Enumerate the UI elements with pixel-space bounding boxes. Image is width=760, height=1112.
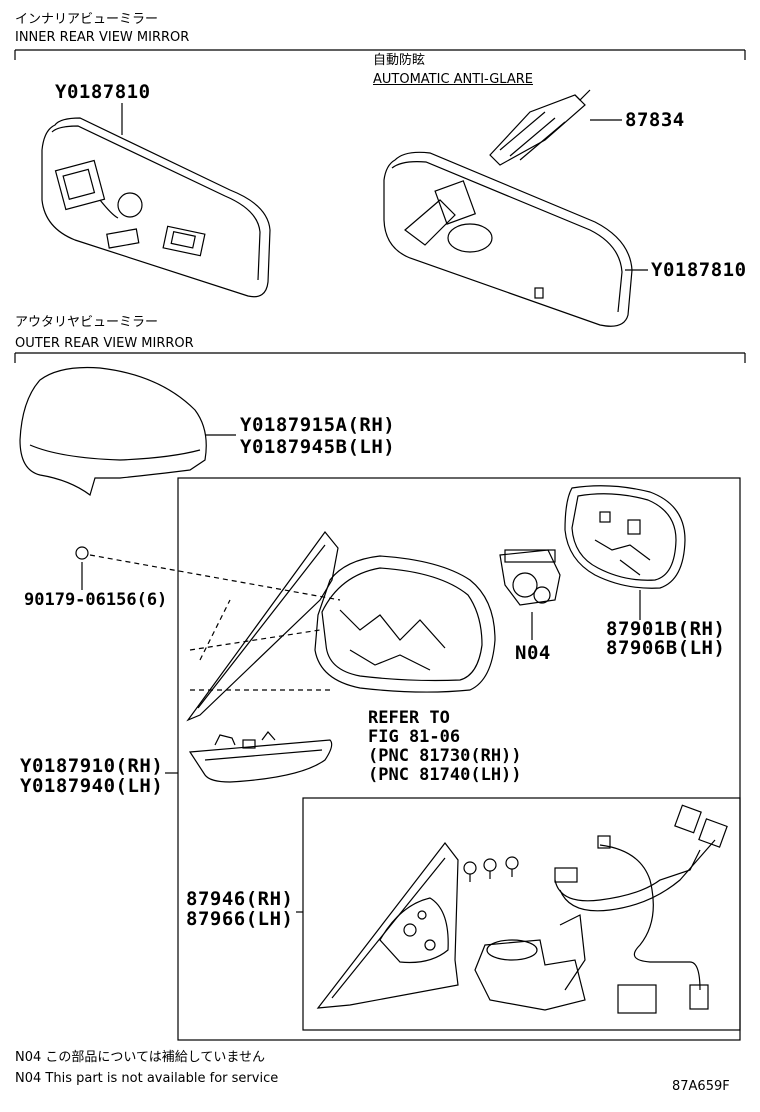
mirror-glass-drawing (564, 485, 686, 589)
fold-motor-drawing (474, 914, 586, 1011)
label-clip: 90179-06156(6) (24, 590, 168, 610)
label-refer-2: FIG 81-06 (368, 727, 461, 747)
label-cap-lh: Y0187945B(LH) (240, 436, 396, 458)
label-cover: 87834 (625, 109, 685, 131)
label-motor: N04 (515, 642, 551, 664)
wire-harness-drawing (554, 804, 728, 1014)
figure-id: 87A659F (672, 1079, 730, 1094)
label-refer-1: REFER TO (368, 708, 450, 728)
inner-mirror-left-drawing (41, 117, 271, 298)
outer-mirror-body-drawing (186, 531, 496, 722)
label-inner-mirror-left: Y0187810 (55, 81, 151, 103)
motor-drawing (499, 549, 561, 606)
clip-dashed-line (89, 554, 341, 601)
label-auto-en: AUTOMATIC ANTI-GLARE (373, 72, 533, 87)
mirror-cap-drawing (19, 366, 207, 496)
note-en: N04 This part is not available for servi… (15, 1071, 279, 1086)
clip-drawing (75, 546, 89, 560)
outer-section-divider (14, 352, 746, 363)
assembly-box (177, 477, 741, 1041)
inner-section-divider (14, 49, 746, 60)
turn-signal-drawing (188, 731, 333, 783)
label-refer-3: (PNC 81730(RH)) (368, 746, 522, 766)
label-auto-jp: 自動防眩 (373, 53, 426, 68)
label-glass-rh: 87901B(RH) (606, 618, 726, 640)
label-sub-lh: 87966(LH) (186, 908, 294, 930)
label-inner-mirror-right: Y0187810 (651, 259, 747, 281)
note-jp: N04 この部品については補給していません (15, 1050, 265, 1065)
inner-mirror-right-drawing (383, 89, 633, 327)
sub-assembly-box (302, 797, 741, 1031)
label-sub-rh: 87946(RH) (186, 888, 294, 910)
label-assy-rh: Y0187910(RH) (20, 755, 164, 777)
screws-drawing (463, 856, 519, 882)
inner-title-jp: インナリアビューミラー (15, 12, 159, 27)
label-assy-lh: Y0187940(LH) (20, 775, 164, 797)
outer-title-en: OUTER REAR VIEW MIRROR (15, 336, 194, 351)
inner-title-en: INNER REAR VIEW MIRROR (15, 30, 190, 45)
label-cap-rh: Y0187915A(RH) (240, 414, 396, 436)
outer-title-jp: アウタリヤビューミラー (15, 315, 159, 330)
label-glass-lh: 87906B(LH) (606, 637, 726, 659)
label-refer-4: (PNC 81740(LH)) (368, 765, 522, 785)
base-bracket-drawing (316, 842, 459, 1009)
